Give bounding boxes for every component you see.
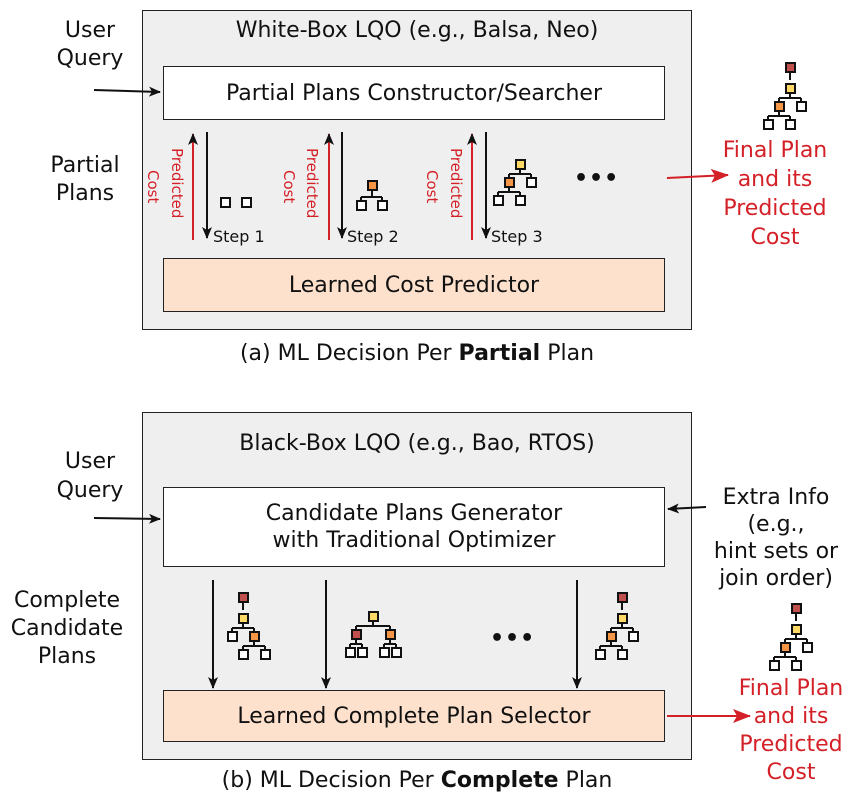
user-query-label-line1: User bbox=[64, 18, 116, 43]
bottom-final-plan-line1: Final Plan bbox=[738, 676, 844, 701]
top-final-plan-line1: Final Plan bbox=[722, 138, 828, 163]
caption-a-prefix: (a) ML Decision Per bbox=[239, 341, 459, 366]
caption-a: (a) ML Decision Per Partial Plan bbox=[142, 340, 692, 367]
top-final-plan-line4: Cost bbox=[750, 225, 800, 250]
plan-tree-icon-step3 bbox=[493, 159, 537, 206]
user-query-label-b-line1: User bbox=[64, 449, 116, 474]
learned-complete-plan-selector-label: Learned Complete Plan Selector bbox=[237, 703, 591, 729]
bottom-final-plan-line4: Cost bbox=[766, 760, 816, 785]
partial-plans-constructor-label: Partial Plans Constructor/Searcher bbox=[225, 80, 603, 106]
extra-info-line4: join order) bbox=[719, 566, 833, 591]
extra-info-arrow bbox=[667, 503, 707, 514]
candidate-plan-icon-n bbox=[595, 592, 639, 660]
learned-cost-predictor-box: Learned Cost Predictor bbox=[163, 258, 665, 312]
user-query-label-line2: Query bbox=[56, 46, 124, 71]
user-query-label-b-line2: Query bbox=[56, 478, 124, 503]
top-final-plan-line3: Predicted bbox=[723, 196, 827, 221]
plan-tree-icon-step1 bbox=[220, 197, 252, 208]
caption-b-bold: Complete bbox=[440, 768, 559, 793]
learned-complete-plan-selector-box: Learned Complete Plan Selector bbox=[163, 690, 665, 742]
caption-b: (b) ML Decision Per Complete Plan bbox=[142, 767, 692, 794]
final-plan-tree-icon-top bbox=[763, 62, 807, 130]
candidate-plan-icon-1 bbox=[227, 592, 271, 660]
caption-a-suffix: Plan bbox=[540, 341, 595, 366]
bottom-ellipsis: ••• bbox=[490, 626, 536, 651]
plan-tree-icon-step2 bbox=[356, 180, 388, 211]
partial-plans-label-line2: Plans bbox=[55, 181, 115, 206]
bottom-final-plan-line3: Predicted bbox=[739, 732, 843, 757]
step-2-label: Step 2 bbox=[347, 227, 399, 246]
bottom-final-plan-line2: and its bbox=[753, 704, 829, 729]
top-final-plan-line2: and its bbox=[737, 167, 813, 192]
top-ellipsis: ••• bbox=[574, 166, 620, 191]
candidate-plans-generator-box: Candidate Plans Generator with Tradition… bbox=[163, 487, 665, 567]
white-box-title: White-Box LQO (e.g., Balsa, Neo) bbox=[235, 18, 599, 43]
step-1-label: Step 1 bbox=[213, 227, 265, 246]
caption-a-bold: Partial bbox=[458, 341, 541, 366]
complete-candidate-plans-line3: Plans bbox=[37, 644, 97, 669]
step-3-label: Step 3 bbox=[491, 227, 543, 246]
black-box-title: Black-Box LQO (e.g., Bao, RTOS) bbox=[239, 431, 595, 456]
extra-info-line3: hint sets or bbox=[713, 539, 839, 564]
complete-candidate-plans-line1: Complete bbox=[13, 588, 121, 613]
candidate-generator-label-line2: with Traditional Optimizer bbox=[272, 528, 556, 553]
partial-plans-label-line1: Partial bbox=[50, 153, 120, 178]
candidate-generator-label-line1: Candidate Plans Generator bbox=[265, 501, 563, 526]
caption-b-prefix: (b) ML Decision Per bbox=[221, 768, 441, 793]
caption-b-suffix: Plan bbox=[558, 768, 613, 793]
complete-candidate-plans-line2: Candidate bbox=[10, 616, 124, 641]
extra-info-line1: Extra Info bbox=[722, 485, 830, 510]
learned-cost-predictor-label: Learned Cost Predictor bbox=[288, 272, 540, 298]
extra-info-line2: (e.g., bbox=[747, 512, 805, 537]
candidate-plan-icon-2 bbox=[345, 611, 402, 658]
user-query-arrow bbox=[93, 86, 161, 97]
partial-plans-constructor-box: Partial Plans Constructor/Searcher bbox=[163, 66, 665, 120]
user-query-arrow-b bbox=[93, 513, 161, 524]
top-output-arrow bbox=[666, 168, 729, 183]
final-plan-tree-icon-bottom bbox=[769, 603, 813, 671]
